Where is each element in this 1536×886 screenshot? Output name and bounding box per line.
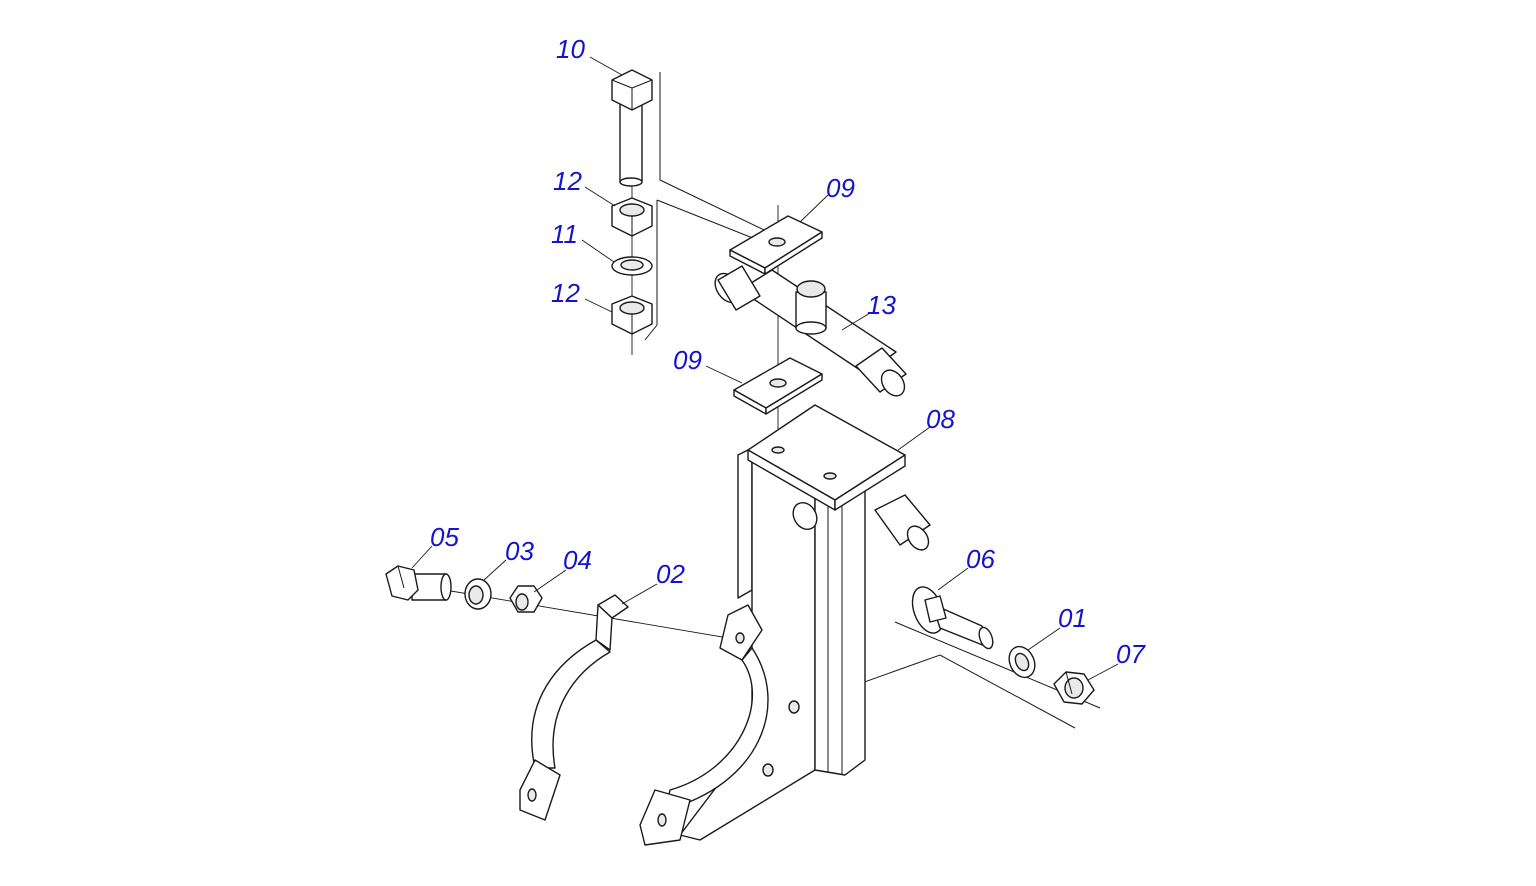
- part-11-washer: [611, 256, 653, 276]
- callout-09: 09: [826, 173, 855, 203]
- callout-11: 11: [551, 219, 578, 249]
- callout-04: 04: [563, 545, 592, 575]
- callout-05: 05: [430, 522, 459, 552]
- callout-12: 12: [553, 166, 582, 196]
- callout-07: 07: [1116, 639, 1146, 669]
- callout-leaders: [411, 56, 1119, 681]
- callout-08: 08: [926, 404, 955, 434]
- part-09-clamp-lower: [733, 357, 823, 415]
- callout-12: 12: [551, 278, 580, 308]
- part-10-hex-bolt: [611, 69, 653, 187]
- part-04-hex-nut: [509, 585, 543, 613]
- part-12-hex-nut-lower: [611, 295, 653, 335]
- callout-01: 01: [1058, 603, 1087, 633]
- part-02-strap-clamp: [519, 594, 769, 846]
- part-01-washer: [1008, 645, 1036, 679]
- callout-labels: 10 12 11 12 09 13 09 08 05 03 04 02 06 0…: [430, 34, 1146, 669]
- part-09-clamp-upper: [729, 215, 823, 275]
- callout-06: 06: [966, 544, 995, 574]
- callout-13: 13: [867, 290, 896, 320]
- callout-09: 09: [673, 345, 702, 375]
- part-13-tee-fitting: [714, 265, 907, 397]
- part-08-main-bracket: [679, 404, 931, 841]
- callout-02: 02: [656, 559, 685, 589]
- part-03-lock-washer: [464, 578, 492, 610]
- part-06-flanged-bolt: [911, 586, 994, 650]
- part-12-hex-nut-upper: [611, 197, 653, 237]
- callout-10: 10: [556, 34, 585, 64]
- part-07-hex-nut: [1053, 671, 1095, 705]
- part-05-hex-bolt: [385, 565, 452, 601]
- callout-03: 03: [505, 536, 534, 566]
